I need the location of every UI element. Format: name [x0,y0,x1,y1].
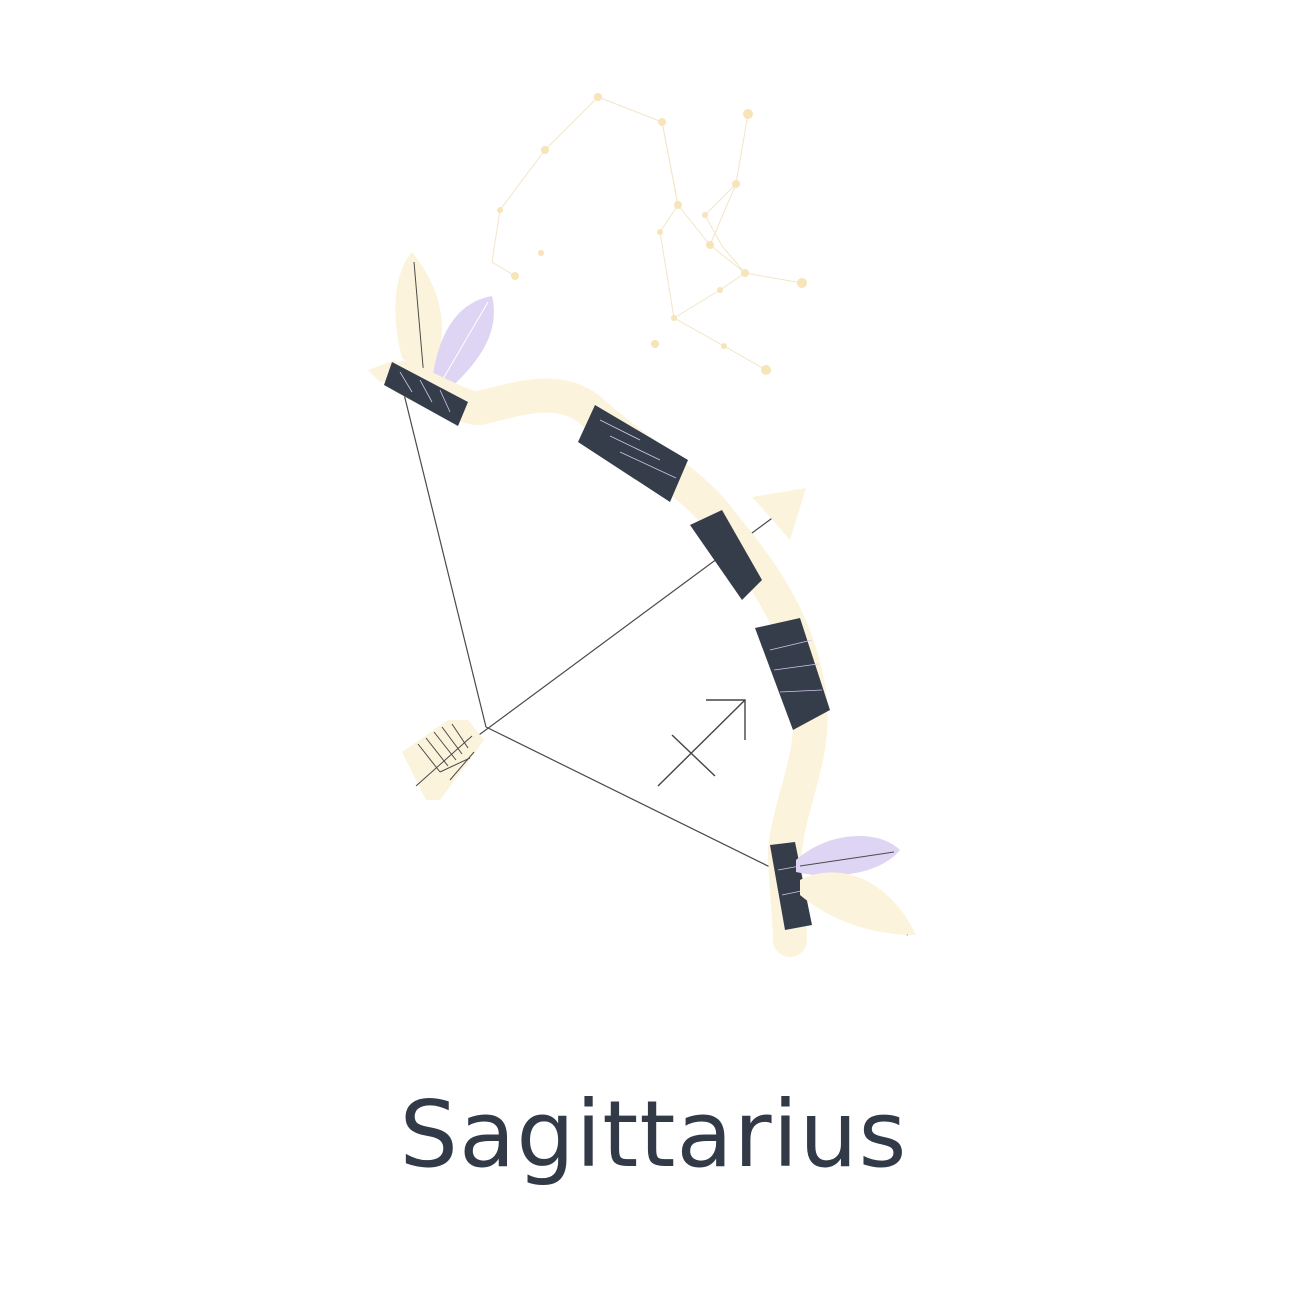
bottom-feathers [796,836,916,935]
sign-title: Sagittarius [399,1081,908,1188]
arrow-head-icon [752,488,806,540]
bow-limb [388,361,828,957]
bow-wraps [384,362,830,930]
sagittarius-symbol-icon [657,699,746,787]
constellation-stars [497,93,807,375]
constellation [491,96,803,371]
top-feathers [368,252,494,390]
bow-wrap-stitching [399,371,823,896]
arrow-fletching [402,720,484,800]
